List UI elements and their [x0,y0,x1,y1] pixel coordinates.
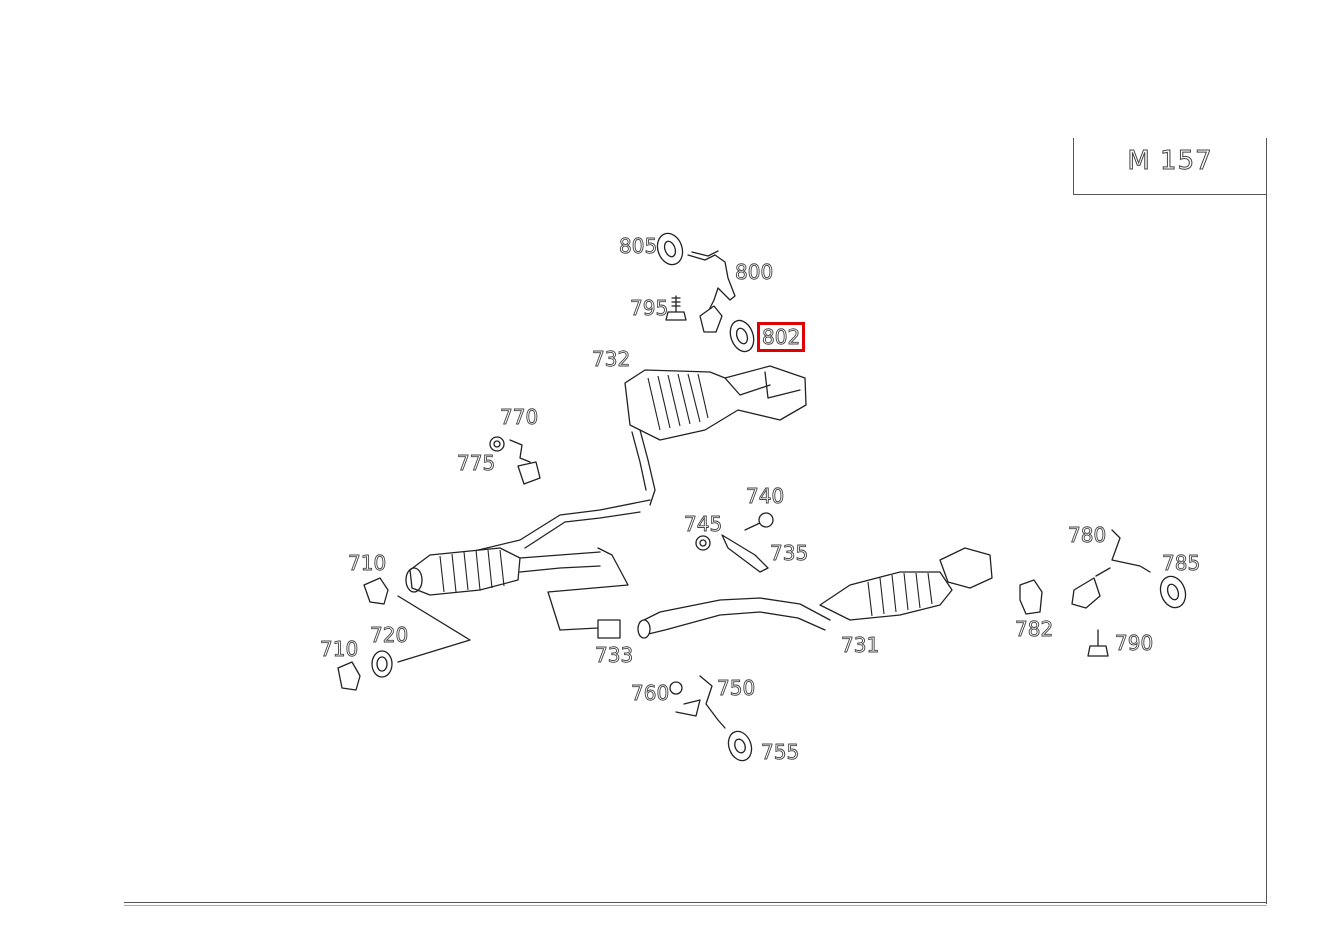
frame-bottom-border [124,902,1267,903]
rubber-mount-782 [1019,579,1043,615]
callout-733[interactable]: 733 [595,643,634,667]
callout-782[interactable]: 782 [1015,617,1054,641]
callout-745[interactable]: 745 [684,512,723,536]
callout-731[interactable]: 731 [841,633,880,657]
hanger-770 [509,439,541,485]
bracket-750 [675,675,726,729]
callout-740[interactable]: 740 [746,484,785,508]
bracket-780 [1071,529,1151,609]
callout-710-lower[interactable]: 710 [320,637,359,661]
callout-720[interactable]: 720 [370,623,409,647]
callout-802-selected[interactable]: 802 [757,322,806,352]
callout-710-upper[interactable]: 710 [348,551,387,575]
bracket-800 [687,250,736,333]
callout-755[interactable]: 755 [761,740,800,764]
callout-775[interactable]: 775 [457,451,496,475]
callout-750[interactable]: 750 [717,676,756,700]
rubber-mount-785 [1159,575,1187,609]
front-pipe-731 [637,547,993,639]
center-silencer [405,499,651,596]
rubber-mount-755 [727,730,753,762]
callout-790[interactable]: 790 [1115,631,1154,655]
rubber-mount-802 [729,319,755,353]
nut-745 [695,535,711,551]
bolt-795 [665,295,687,321]
bolt-740 [744,512,774,531]
nut-760 [669,681,683,695]
strap-735 [721,534,769,573]
clamp-710-upper [363,577,389,605]
callout-732[interactable]: 732 [592,347,631,371]
engine-code-label: M 157 [1127,146,1213,177]
clamp-710-lower [337,661,361,691]
callout-770[interactable]: 770 [500,405,539,429]
frame-right-border [1266,138,1267,904]
leader-lines-710 [397,595,471,663]
callout-805[interactable]: 805 [619,234,658,258]
rubber-mount-805 [656,232,684,266]
callout-785[interactable]: 785 [1162,551,1201,575]
ring-720 [371,650,393,678]
callout-795[interactable]: 795 [630,296,669,320]
pipe-clamp-733 [547,547,629,639]
callout-800[interactable]: 800 [735,260,774,284]
engine-code-box: M 157 [1073,138,1266,195]
callout-780[interactable]: 780 [1068,523,1107,547]
callout-735[interactable]: 735 [770,541,809,565]
frame-bottom-border-shadow [124,905,1267,906]
nut-775 [489,436,505,452]
bolt-790 [1087,629,1109,657]
rear-silencer-732 [624,365,807,506]
callout-760[interactable]: 760 [631,681,670,705]
